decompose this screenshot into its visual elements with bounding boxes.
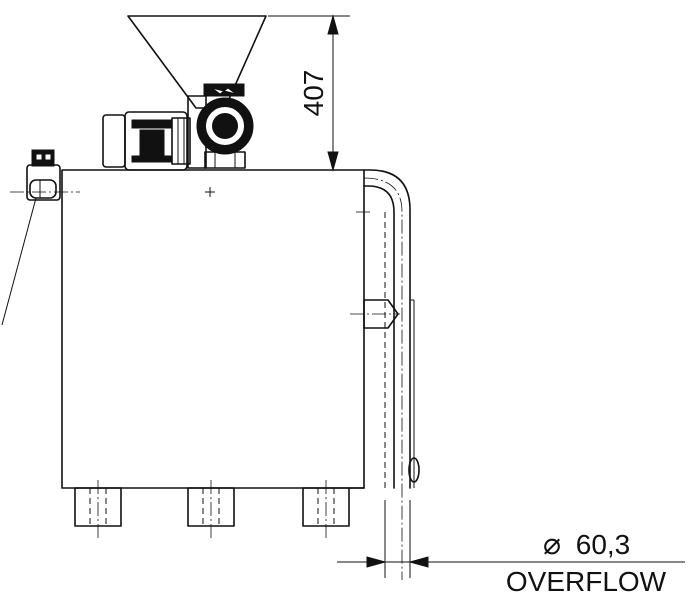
- left-fitting: [1, 149, 61, 326]
- overflow-pipe: [350, 169, 420, 580]
- tank-body: [10, 169, 365, 489]
- height-dimension-value: 407: [298, 70, 329, 117]
- diameter-symbol: ⌀: [543, 528, 561, 561]
- gear-drive: [187, 83, 254, 169]
- height-dimension: 407: [268, 14, 350, 172]
- overflow-label: OVERFLOW: [506, 566, 667, 595]
- hopper: [127, 15, 267, 109]
- feet: [74, 480, 365, 540]
- diameter-value: 60,3: [576, 529, 631, 560]
- diameter-dimension: ⌀ 60,3 OVERFLOW: [337, 500, 685, 595]
- motor: [102, 111, 191, 171]
